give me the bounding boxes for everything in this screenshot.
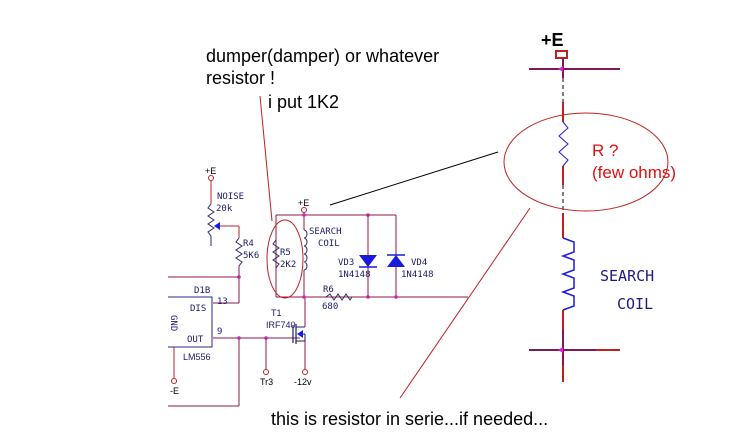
diode-vd3-icon bbox=[359, 255, 377, 267]
vd3-name: VD3 bbox=[338, 258, 354, 268]
detail-supply-label: +E bbox=[541, 30, 564, 50]
detail-search-coil bbox=[560, 237, 575, 311]
ic-name: D1B bbox=[194, 286, 210, 296]
ic-pin-13: 13 bbox=[217, 297, 228, 307]
damper-pointer-line bbox=[259, 95, 273, 222]
r4-value: 5K6 bbox=[243, 251, 259, 261]
r5-highlight-ellipse bbox=[266, 219, 304, 299]
diode-vd4-icon bbox=[387, 255, 405, 267]
search-coil-inductor bbox=[303, 229, 308, 271]
detail-coil-line1: SEARCH bbox=[600, 267, 654, 285]
ic-pin-dis: DIS bbox=[190, 304, 206, 314]
ic-lm556: D1B DIS OUT 13 9 GND LM556 -E bbox=[168, 286, 228, 396]
series-r-highlight-ellipse bbox=[503, 112, 669, 212]
detail-leader-line bbox=[329, 151, 499, 206]
t1-name: T1 bbox=[271, 308, 282, 318]
coil-label-line2: COIL bbox=[318, 239, 340, 249]
ic-pin-9: 9 bbox=[217, 327, 222, 337]
resistor-r4: R4 5K6 bbox=[235, 237, 259, 303]
detail-supply-terminal bbox=[555, 50, 568, 59]
vd4-part: 1N4148 bbox=[401, 270, 434, 280]
series-pointer-line bbox=[399, 207, 531, 399]
coil-supply-label: +E bbox=[298, 198, 309, 208]
coil-label-line1: SEARCH bbox=[309, 227, 342, 237]
mosfet-t1: T1 IRF740 -12v bbox=[266, 297, 312, 387]
vd3-part: 1N4148 bbox=[338, 270, 371, 280]
damper-note-line2: resistor ! bbox=[206, 68, 276, 88]
ic-pin-out: OUT bbox=[187, 335, 204, 345]
series-r-sublabel: (few ohms) bbox=[592, 163, 677, 182]
noise-pot-value: 20k bbox=[216, 204, 233, 214]
tr3-label: Tr3 bbox=[260, 377, 273, 387]
r5-name: R5 bbox=[280, 248, 291, 258]
r4-name: R4 bbox=[243, 239, 254, 249]
tr3-terminal: Tr3 bbox=[260, 336, 273, 387]
damper-note-value: i put 1K2 bbox=[268, 92, 340, 112]
detail-series-resistor bbox=[558, 121, 569, 167]
wiper-arrow-icon bbox=[214, 222, 220, 230]
detail-view: +E SEARCH COIL bbox=[503, 30, 669, 382]
ic-neg-supply-label: -E bbox=[170, 386, 179, 396]
noise-pot: +E NOISE 20k bbox=[205, 166, 244, 246]
detail-coil-line2: COIL bbox=[617, 295, 653, 313]
noise-supply-label: +E bbox=[205, 166, 216, 176]
coil-supply-terminal bbox=[301, 207, 307, 213]
noise-supply-terminal bbox=[208, 175, 214, 181]
ic-pin-gnd: GND bbox=[168, 315, 178, 331]
resistor-r6 bbox=[325, 293, 353, 301]
vd4-name: VD4 bbox=[411, 258, 427, 268]
noise-pot-body bbox=[207, 203, 215, 246]
coil-diode-network: +E R5 2K2 SEARCH COIL VD3 1N4148 VD4 1N4… bbox=[272, 198, 468, 312]
series-r-label: R ? bbox=[592, 141, 619, 160]
ic-neg-supply-terminal bbox=[171, 378, 177, 384]
damper-note-line1: dumper(damper) or whatever bbox=[206, 46, 440, 66]
r5-value: 2K2 bbox=[280, 260, 296, 270]
mosfet-arrow-icon bbox=[297, 330, 303, 338]
t1-part: IRF740 bbox=[266, 320, 296, 330]
source-supply-label: -12v bbox=[294, 377, 312, 387]
ic-part: LM556 bbox=[183, 352, 211, 362]
r6-value: 680 bbox=[322, 302, 338, 312]
bottom-note: this is resistor in serie...if needed... bbox=[271, 409, 549, 429]
noise-pot-name: NOISE bbox=[217, 192, 244, 202]
r6-name: R6 bbox=[323, 285, 334, 295]
resistor-r5 bbox=[272, 239, 280, 269]
